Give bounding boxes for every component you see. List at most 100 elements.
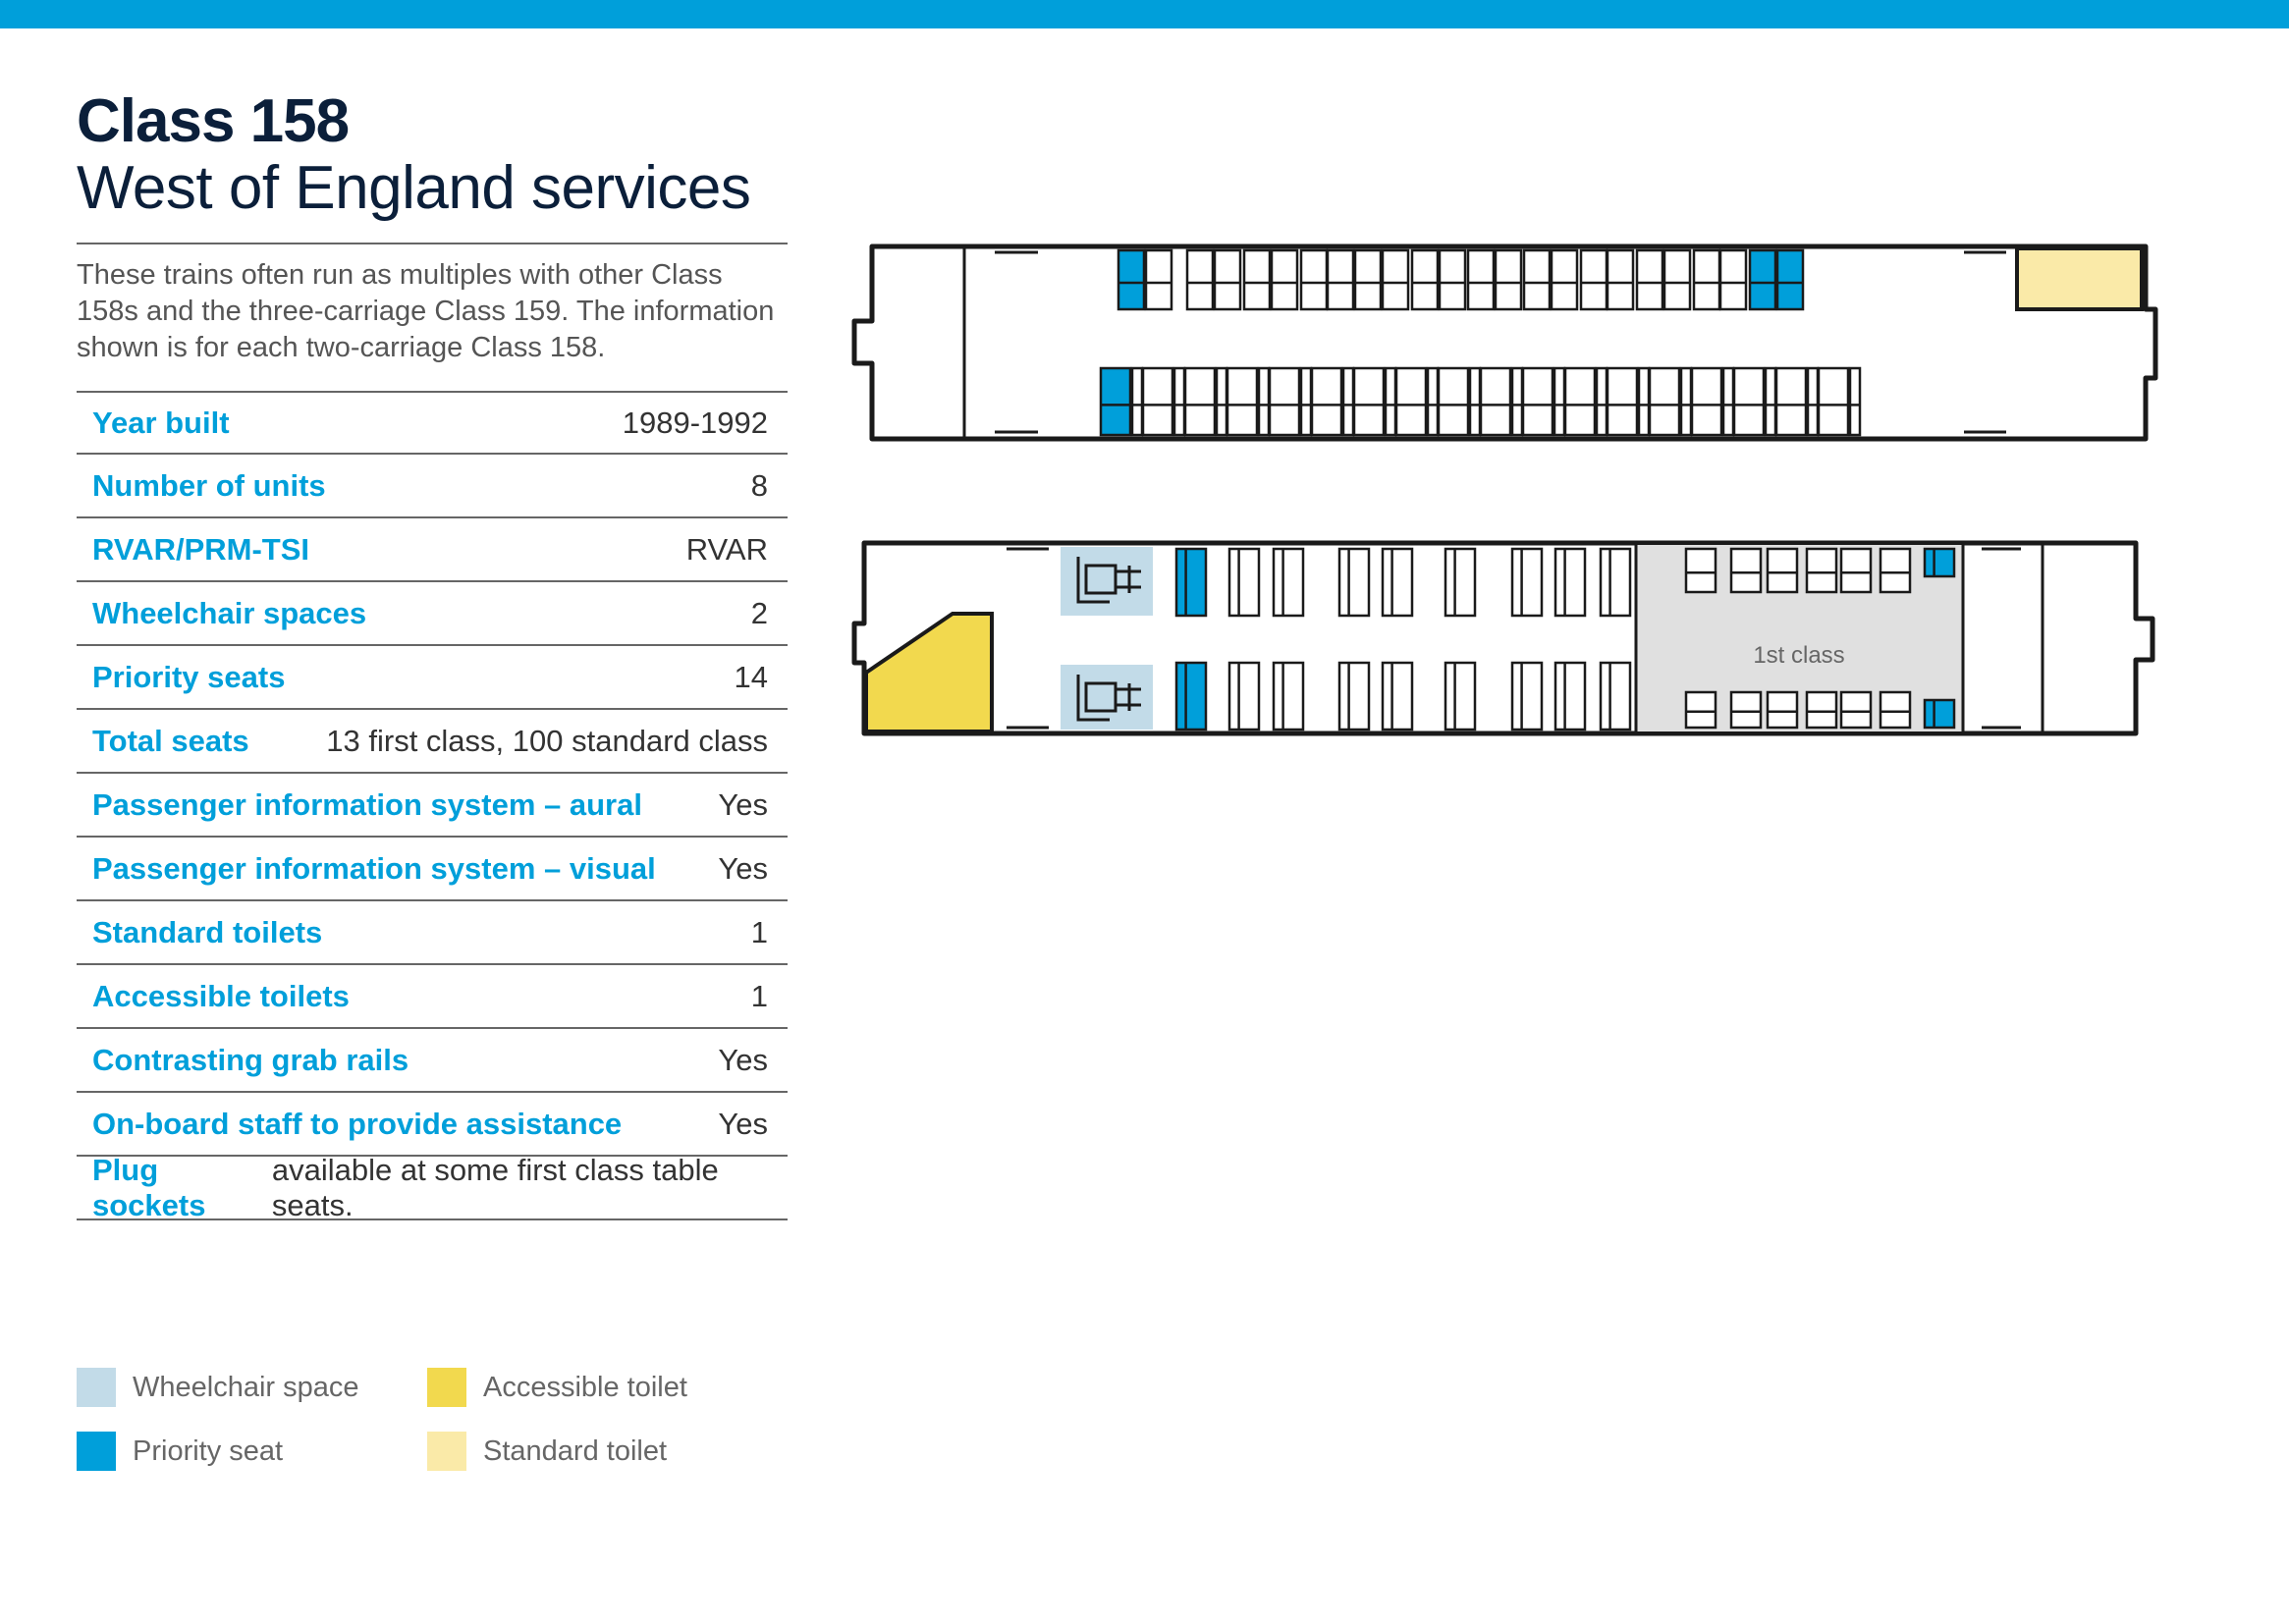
seat	[1299, 366, 1313, 437]
seat	[1213, 248, 1242, 311]
seat	[1130, 366, 1144, 437]
seat	[1141, 366, 1174, 437]
carriage-b: 1st class	[851, 540, 2155, 736]
seat	[1553, 547, 1587, 618]
wheelchair-icon	[1076, 675, 1141, 722]
seat	[1839, 547, 1873, 594]
seat	[1879, 690, 1912, 730]
seat	[1766, 690, 1799, 730]
spec-label: Number of units	[92, 467, 326, 503]
train-diagram-svg: 1st class	[851, 244, 2158, 736]
train-layout-diagram: 1st class	[845, 231, 2170, 756]
accessible-toilet-swatch	[427, 1368, 466, 1407]
spec-row: Number of units 8	[77, 455, 788, 518]
priority-seat	[1174, 661, 1208, 731]
seat	[1595, 366, 1608, 437]
seat	[1215, 366, 1228, 437]
priority-seat	[1099, 366, 1132, 437]
seat	[1729, 690, 1763, 730]
intro-text: These trains often run as multiples with…	[77, 259, 775, 363]
seat	[1394, 366, 1428, 437]
seat	[1805, 690, 1838, 730]
standard-toilet-swatch	[427, 1432, 466, 1471]
carriage-b-seats-top	[1174, 547, 1632, 618]
seat	[1326, 248, 1355, 311]
page-title: Class 158	[77, 87, 350, 155]
spec-row: Wheelchair spaces 2	[77, 582, 788, 646]
spec-value: RVAR	[685, 531, 768, 567]
seat	[1718, 248, 1748, 311]
seat	[1468, 366, 1482, 437]
seat	[1879, 547, 1912, 594]
seat	[1648, 366, 1681, 437]
carriage-a-seats-bottom	[1099, 366, 1862, 437]
seat	[1272, 547, 1305, 618]
standard-toilet	[2015, 246, 2144, 311]
accessible-toilet	[864, 612, 994, 733]
seat	[1352, 366, 1386, 437]
priority-seat	[1923, 698, 1956, 730]
wheelchair-space	[1061, 547, 1153, 616]
page-subtitle: West of England services	[77, 154, 751, 222]
seat	[1353, 248, 1383, 311]
spec-label: Total seats	[92, 723, 249, 758]
seat	[1839, 690, 1873, 730]
spec-value: 1989-1992	[622, 405, 768, 440]
seat	[1510, 661, 1544, 731]
carriage-a-seats-top	[1117, 248, 1805, 311]
seat	[1637, 366, 1651, 437]
seat	[1521, 366, 1554, 437]
priority-seat	[1923, 547, 1956, 578]
seat	[1690, 366, 1723, 437]
seat	[1805, 547, 1838, 594]
wheelchair-icon	[1076, 557, 1141, 604]
seat	[1381, 661, 1414, 731]
spec-row: Contrasting grab rails Yes	[77, 1029, 788, 1093]
seat	[1579, 248, 1608, 311]
seat	[1299, 248, 1329, 311]
first-class-seats-top	[1684, 547, 1956, 594]
seat	[1466, 248, 1496, 311]
seat	[1848, 366, 1862, 437]
spec-value: 1	[750, 914, 768, 949]
seat	[1510, 547, 1544, 618]
seat	[1437, 366, 1470, 437]
note-label: Plug sockets	[92, 1152, 206, 1222]
seat	[1185, 248, 1215, 311]
seat	[1270, 248, 1299, 311]
seat	[1444, 547, 1477, 618]
plug-sockets-note: Plug sockets available at some first cla…	[77, 1153, 788, 1222]
first-class-label: 1st class	[1753, 642, 1844, 669]
spec-row: On-board staff to provide assistance Yes	[77, 1093, 788, 1157]
seat	[1522, 248, 1552, 311]
seat	[1337, 661, 1371, 731]
spec-label: Wheelchair spaces	[92, 595, 367, 630]
spec-value: Yes	[718, 1042, 768, 1077]
spec-value: Yes	[718, 786, 768, 822]
legend-label: Standard toilet	[483, 1435, 668, 1467]
seat	[1172, 366, 1186, 437]
first-class-seats-bottom	[1684, 690, 1956, 730]
seat	[1227, 661, 1261, 731]
legend-item: Wheelchair space	[77, 1368, 359, 1407]
seat	[1684, 690, 1717, 730]
seat	[1606, 366, 1639, 437]
seat	[1444, 661, 1477, 731]
seat	[1144, 248, 1173, 311]
legend-item: Priority seat	[77, 1432, 283, 1471]
seat	[1257, 366, 1271, 437]
wheelchair-space-swatch	[77, 1368, 116, 1407]
seat	[1510, 366, 1524, 437]
seat	[1684, 547, 1717, 594]
spec-label: RVAR/PRM-TSI	[92, 531, 310, 567]
spec-row: Standard toilets 1	[77, 901, 788, 965]
seat	[1729, 547, 1763, 594]
priority-seat-swatch	[77, 1432, 116, 1471]
spec-value: 13 first class, 100 standard class	[326, 723, 768, 758]
spec-label: Passenger information system – visual	[92, 850, 656, 886]
spec-label: Passenger information system – aural	[92, 786, 642, 822]
seat	[1606, 248, 1635, 311]
seat	[1599, 661, 1632, 731]
seat	[1410, 248, 1440, 311]
seat	[1226, 366, 1259, 437]
